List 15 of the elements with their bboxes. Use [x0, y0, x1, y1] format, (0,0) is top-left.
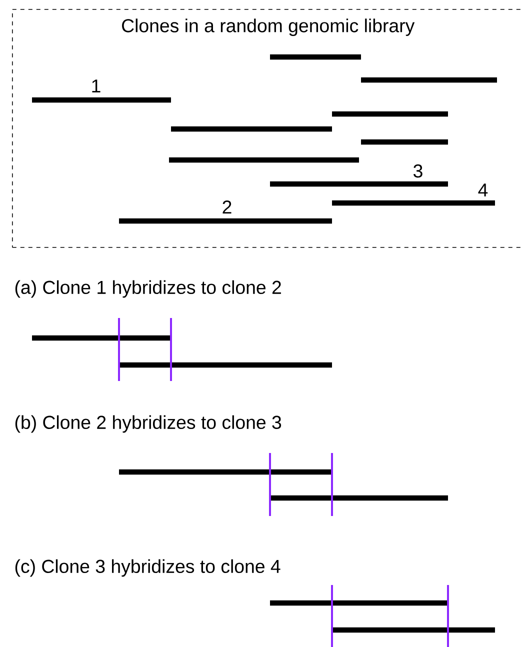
clone-bar	[361, 139, 448, 145]
clone-bar	[270, 54, 361, 60]
labeled-clone-bar: 1	[32, 80, 171, 103]
clone-bar	[332, 111, 448, 117]
node-label: 3	[414, 164, 422, 178]
panel-caption: (b) Clone 2 hybridizes to clone 3	[15, 415, 282, 433]
panel-caption: (a) Clone 1 hybridizes to clone 2	[15, 280, 281, 298]
node-label: 2	[222, 200, 232, 214]
panel-caption: (c) Clone 3 hybridizes to clone 4	[15, 559, 280, 577]
clone-bar	[171, 126, 332, 132]
clone-bar	[361, 77, 497, 83]
node-label: 4	[478, 184, 488, 196]
clone-bar	[169, 157, 359, 163]
node-label: 1	[92, 80, 100, 92]
labeled-clone-bar: 2	[119, 200, 332, 224]
